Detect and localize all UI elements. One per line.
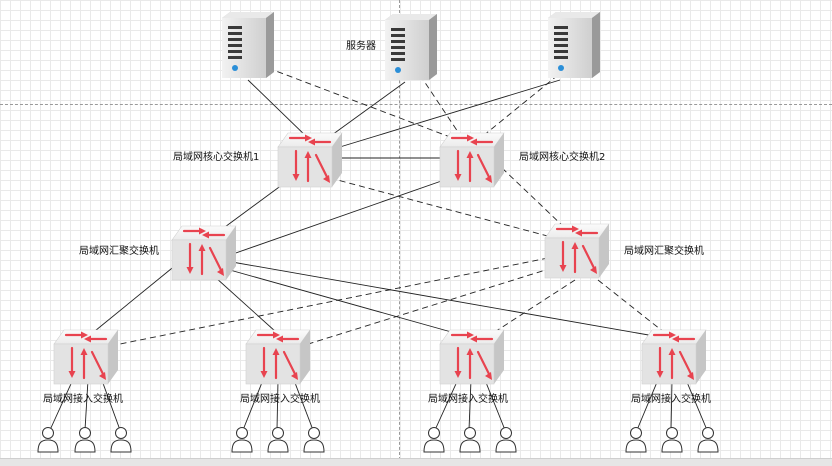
aggregation-switch-1-icon — [170, 224, 238, 282]
user-icon — [74, 427, 96, 453]
core-switch-2-label: 局域网核心交换机2 — [519, 152, 606, 163]
access-switch-1-icon — [52, 328, 120, 386]
guide-line-horizontal — [0, 104, 832, 105]
user-icon — [625, 427, 647, 453]
user-icon — [267, 427, 289, 453]
server-3-icon — [548, 12, 600, 78]
user-icon — [37, 427, 59, 453]
access-switch-4-icon — [640, 328, 708, 386]
user-icon — [661, 427, 683, 453]
access-switch-3-icon — [438, 328, 506, 386]
aggregation-switch-2-icon — [543, 222, 611, 280]
access-switch-4-label: 局域网接入交换机 — [631, 394, 711, 405]
aggregation-switch-2-label: 局域网汇聚交换机 — [624, 246, 704, 257]
user-icon — [110, 427, 132, 453]
core-switch-2-icon — [438, 131, 506, 189]
access-switch-2-label: 局域网接入交换机 — [240, 394, 320, 405]
aggregation-switch-1-label: 局域网汇聚交换机 — [79, 246, 159, 257]
server-label: 服务器 — [346, 41, 376, 52]
user-icon — [697, 427, 719, 453]
user-icon — [423, 427, 445, 453]
guide-line-vertical — [399, 0, 400, 465]
user-icon — [303, 427, 325, 453]
user-icon — [231, 427, 253, 453]
access-switch-1-label: 局域网接入交换机 — [43, 394, 123, 405]
core-switch-1-icon — [276, 131, 344, 189]
user-icon — [459, 427, 481, 453]
canvas-bottom-edge — [0, 458, 832, 466]
user-icon — [495, 427, 517, 453]
core-switch-1-label: 局域网核心交换机1 — [173, 152, 260, 163]
access-switch-3-label: 局域网接入交换机 — [428, 394, 508, 405]
dashed-links — [114, 67, 666, 346]
server-1-icon — [222, 12, 274, 78]
access-switch-2-icon — [244, 328, 312, 386]
server-2-icon — [385, 14, 437, 80]
